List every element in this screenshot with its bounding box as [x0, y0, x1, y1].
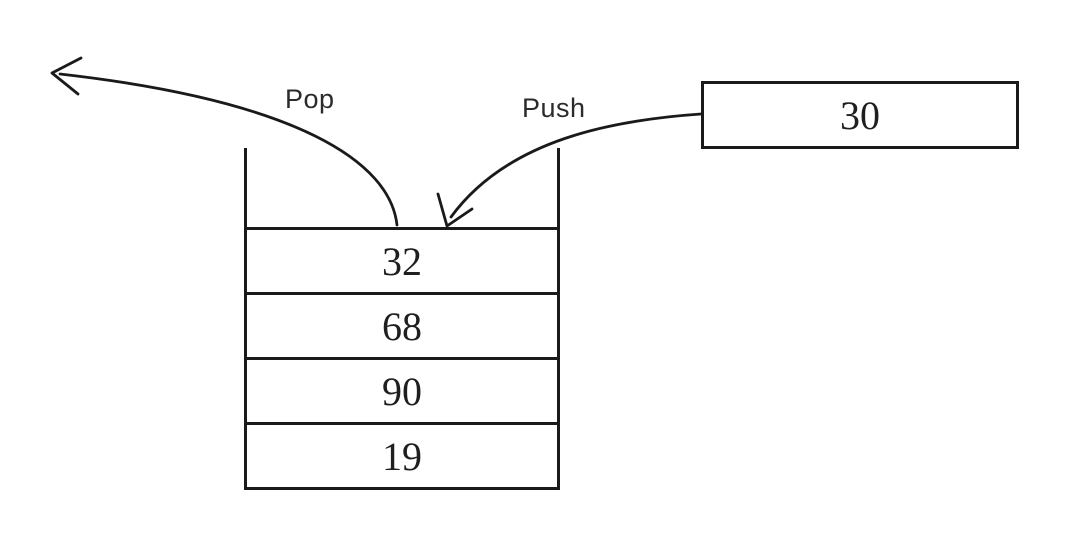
stack-cell-value: 19	[382, 433, 422, 479]
stack-cell: 32	[247, 227, 557, 292]
pop-label: Pop	[285, 84, 335, 114]
pop-arrow	[58, 72, 399, 227]
stack-cell-value: 32	[382, 238, 422, 284]
push-value: 30	[840, 92, 880, 138]
stack-cell: 90	[247, 357, 557, 422]
push-value-box: 30	[701, 81, 1019, 149]
push-arrowhead	[436, 192, 474, 228]
stack-cell-value: 90	[382, 368, 422, 414]
stack-container: 32 68 90 19	[244, 148, 560, 490]
stack-cell-value: 68	[382, 303, 422, 349]
push-label: Push	[522, 93, 586, 123]
stack-cell: 19	[247, 422, 557, 487]
stack-cell: 68	[247, 292, 557, 357]
pop-arrowhead	[50, 56, 83, 96]
push-arrow	[449, 112, 703, 219]
stack-cells: 32 68 90 19	[247, 227, 557, 487]
